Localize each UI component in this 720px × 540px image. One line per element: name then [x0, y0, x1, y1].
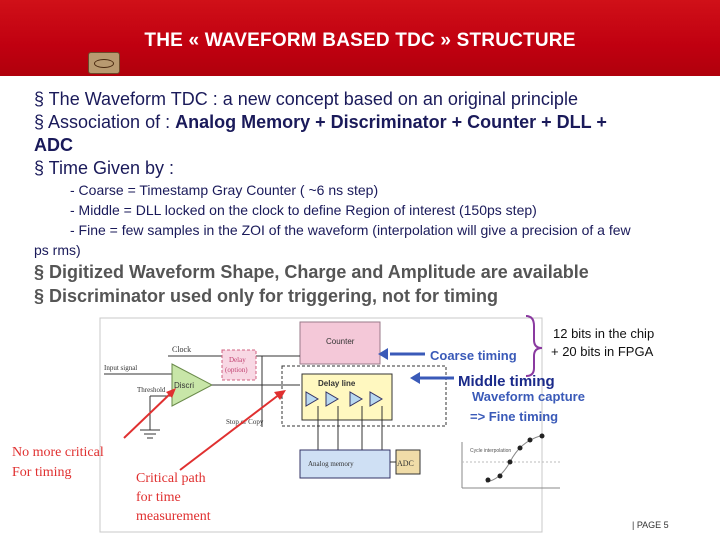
counter-block: [299, 321, 381, 365]
delay-label: Delay: [229, 356, 246, 364]
interp-point-4: [517, 445, 523, 451]
coarse-timing-label: Coarse timing: [430, 348, 517, 363]
stop-or-copy-label: Stop or Copy: [226, 418, 264, 426]
buffer-4: [369, 391, 383, 407]
buffer-2: [325, 391, 339, 407]
cea-logo-icon: [88, 52, 120, 74]
fine-timing-label: => Fine timing: [470, 409, 558, 424]
sub-coarse: - Coarse = Timestamp Gray Counter ( ~6 n…: [70, 182, 379, 198]
middle-arrowhead: [410, 372, 420, 384]
critical-arrowhead: [274, 390, 286, 400]
buffer-1: [305, 391, 319, 407]
discri-label: Discri: [174, 381, 194, 390]
clock-label: Clock: [172, 345, 191, 354]
waveform-capture-label: Waveform capture: [472, 389, 585, 404]
association-adc: ADC: [34, 135, 73, 155]
middle-timing-label: Middle timing: [458, 373, 555, 390]
delay-line-label: Delay line: [318, 379, 356, 388]
analog-memory-label: Analog memory: [308, 460, 354, 468]
critical-arrow: [179, 393, 281, 471]
bullet-time-given: § Time Given by :: [34, 158, 175, 178]
coarse-arrowhead: [378, 348, 388, 360]
sub-fine: - Fine = few samples in the ZOI of the w…: [70, 222, 631, 238]
interp-point-2: [497, 473, 503, 479]
critical-path-line2: for time: [136, 490, 181, 505]
no-more-critical-line2: For timing: [12, 465, 72, 480]
association-prefix: § Association of :: [34, 112, 176, 132]
bits-bracket: [525, 315, 543, 377]
bullet-list: § The Waveform TDC : a new concept based…: [34, 88, 720, 308]
interp-point-5: [527, 437, 533, 443]
bullet-discriminator: § Discriminator used only for triggering…: [34, 286, 499, 306]
bits-chip-label: 12 bits in the chip: [553, 326, 654, 341]
slide-header: [0, 0, 720, 76]
interp-point-1: [485, 477, 491, 483]
no-more-critical-line1: No more critical: [12, 445, 104, 460]
critical-path-line3: measurement: [136, 509, 211, 524]
bullet-digitized: § Digitized Waveform Shape, Charge and A…: [34, 262, 589, 282]
sub-middle: - Middle = DLL locked on the clock to de…: [70, 202, 537, 218]
association-components: Analog Memory + Discriminator + Counter …: [175, 112, 607, 132]
analog-memory-block: [299, 449, 391, 479]
bullet-association-cont: ADC: [34, 134, 720, 157]
adc-block: [395, 449, 421, 475]
sub-fine-cont: ps rms): [34, 242, 81, 258]
bullet-association: § Association of : Analog Memory + Discr…: [34, 111, 720, 134]
interp-point-3: [507, 459, 513, 465]
bullet-concept: § The Waveform TDC : a new concept based…: [34, 89, 578, 109]
bits-fpga-label: + 20 bits in FPGA: [551, 344, 654, 359]
threshold-label: Threshold: [137, 386, 166, 394]
discri-triangle: [171, 363, 214, 407]
buffer-3: [349, 391, 363, 407]
interp-point-6: [539, 433, 545, 439]
interp-label: Cycle interpolation: [470, 448, 511, 454]
adc-label: ADC: [397, 459, 414, 468]
no-more-arrowhead: [166, 388, 176, 398]
no-more-arrow: [123, 391, 173, 439]
counter-label: Counter: [326, 337, 355, 346]
option-label: (option): [225, 366, 248, 374]
delay-block: [221, 349, 257, 381]
page-number: | PAGE 5: [632, 520, 669, 530]
tdc-block-diagram: Counter Clock Delay (option) Input signa…: [12, 315, 654, 533]
input-signal-label: Input signal: [104, 364, 137, 372]
critical-path-line1: Critical path: [136, 471, 206, 486]
slide-title: THE « WAVEFORM BASED TDC » STRUCTURE: [144, 30, 576, 51]
